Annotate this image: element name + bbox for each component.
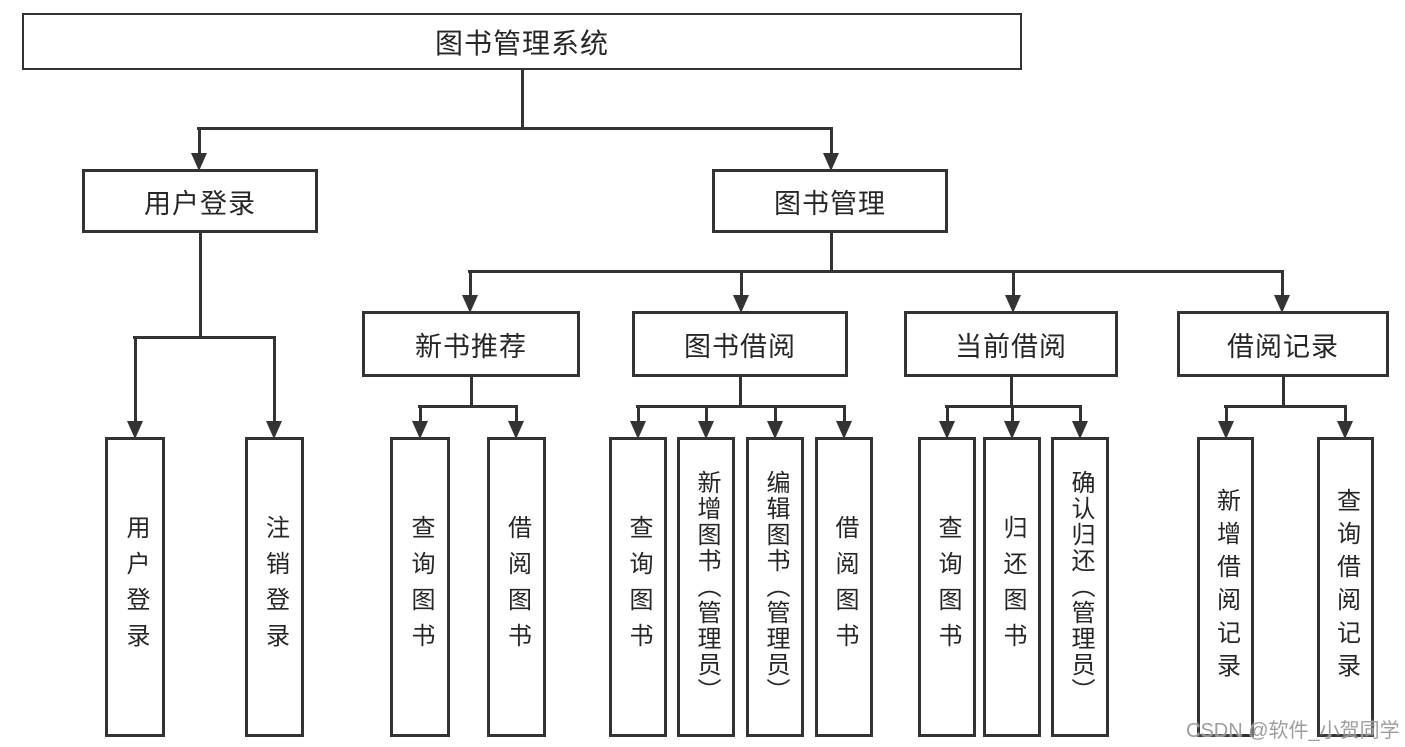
- connector-line: [739, 270, 743, 297]
- connector-line: [468, 270, 472, 297]
- leaf-user-login: 用户登录: [105, 437, 165, 737]
- leaf-borrow-book-1: 借阅图书: [487, 437, 546, 737]
- connector-line: [738, 375, 742, 408]
- arrow-down-icon: [698, 421, 714, 439]
- connector-line: [520, 69, 524, 128]
- arrow-down-icon: [630, 421, 646, 439]
- arrow-down-icon: [191, 153, 207, 171]
- connector-line: [272, 336, 276, 423]
- connector-line: [1010, 405, 1014, 423]
- arrow-down-icon: [266, 421, 282, 439]
- leaf-query-book-3: 查询图书: [918, 437, 976, 737]
- connector-line: [1224, 405, 1228, 423]
- leaf-logout: 注销登录: [245, 437, 304, 737]
- connector-line: [1224, 405, 1347, 408]
- connector-line: [468, 270, 1284, 273]
- leaf-query-borrow-record: 查询借阅记录: [1317, 437, 1374, 737]
- connector-line: [1280, 270, 1284, 297]
- arrow-down-icon: [767, 421, 783, 439]
- node-current-borrow: 当前借阅: [904, 311, 1118, 377]
- connector-line: [133, 336, 137, 423]
- connector-line: [829, 127, 833, 155]
- arrow-down-icon: [1218, 421, 1234, 439]
- node-library-system: 图书管理系统: [22, 13, 1022, 70]
- leaf-edit-book-admin: 编辑图书（管理员）: [746, 437, 804, 737]
- connector-line: [1078, 405, 1082, 423]
- node-borrow-record: 借阅记录: [1177, 311, 1389, 377]
- arrow-down-icon: [1004, 421, 1020, 439]
- connector-line: [197, 127, 833, 130]
- connector-line: [1343, 405, 1347, 423]
- leaf-return-book: 归还图书: [983, 437, 1041, 737]
- arrow-down-icon: [733, 295, 749, 313]
- leaf-add-borrow-record: 新增借阅记录: [1197, 437, 1254, 737]
- arrow-down-icon: [823, 153, 839, 171]
- connector-line: [636, 405, 640, 423]
- watermark: CSDN @软件_小贺同学: [1186, 720, 1400, 742]
- connector-line: [945, 405, 1082, 408]
- leaf-add-book-admin: 新增图书（管理员）: [677, 437, 735, 737]
- arrow-down-icon: [836, 421, 852, 439]
- node-new-book-recommend: 新书推荐: [362, 311, 580, 377]
- connector-line: [198, 231, 202, 339]
- connector-line: [514, 405, 518, 423]
- connector-line: [704, 405, 708, 423]
- node-book-borrow: 图书借阅: [632, 311, 848, 377]
- arrow-down-icon: [1274, 295, 1290, 313]
- connector-line: [945, 405, 949, 423]
- node-user-login: 用户登录: [82, 169, 318, 233]
- connector-line: [1281, 375, 1285, 408]
- connector-line: [1011, 270, 1015, 297]
- leaf-confirm-return-admin: 确认归还（管理员）: [1051, 437, 1109, 737]
- leaf-borrow-book-2: 借阅图书: [815, 437, 873, 737]
- arrow-down-icon: [1072, 421, 1088, 439]
- connector-line: [773, 405, 777, 423]
- arrow-down-icon: [462, 295, 478, 313]
- connector-line: [469, 375, 473, 408]
- arrow-down-icon: [412, 421, 428, 439]
- connector-line: [842, 405, 846, 423]
- arrow-down-icon: [127, 421, 143, 439]
- connector-line: [829, 231, 833, 273]
- connector-line: [1009, 375, 1013, 408]
- arrow-down-icon: [508, 421, 524, 439]
- arrow-down-icon: [1005, 295, 1021, 313]
- connector-line: [418, 405, 422, 423]
- node-book-management: 图书管理: [712, 169, 948, 233]
- connector-line: [197, 127, 201, 155]
- connector-line: [636, 405, 846, 408]
- arrow-down-icon: [939, 421, 955, 439]
- arrow-down-icon: [1337, 421, 1353, 439]
- leaf-query-book-2: 查询图书: [609, 437, 667, 737]
- connector-line: [133, 336, 276, 339]
- leaf-query-book-1: 查询图书: [390, 437, 450, 737]
- connector-line: [418, 405, 518, 408]
